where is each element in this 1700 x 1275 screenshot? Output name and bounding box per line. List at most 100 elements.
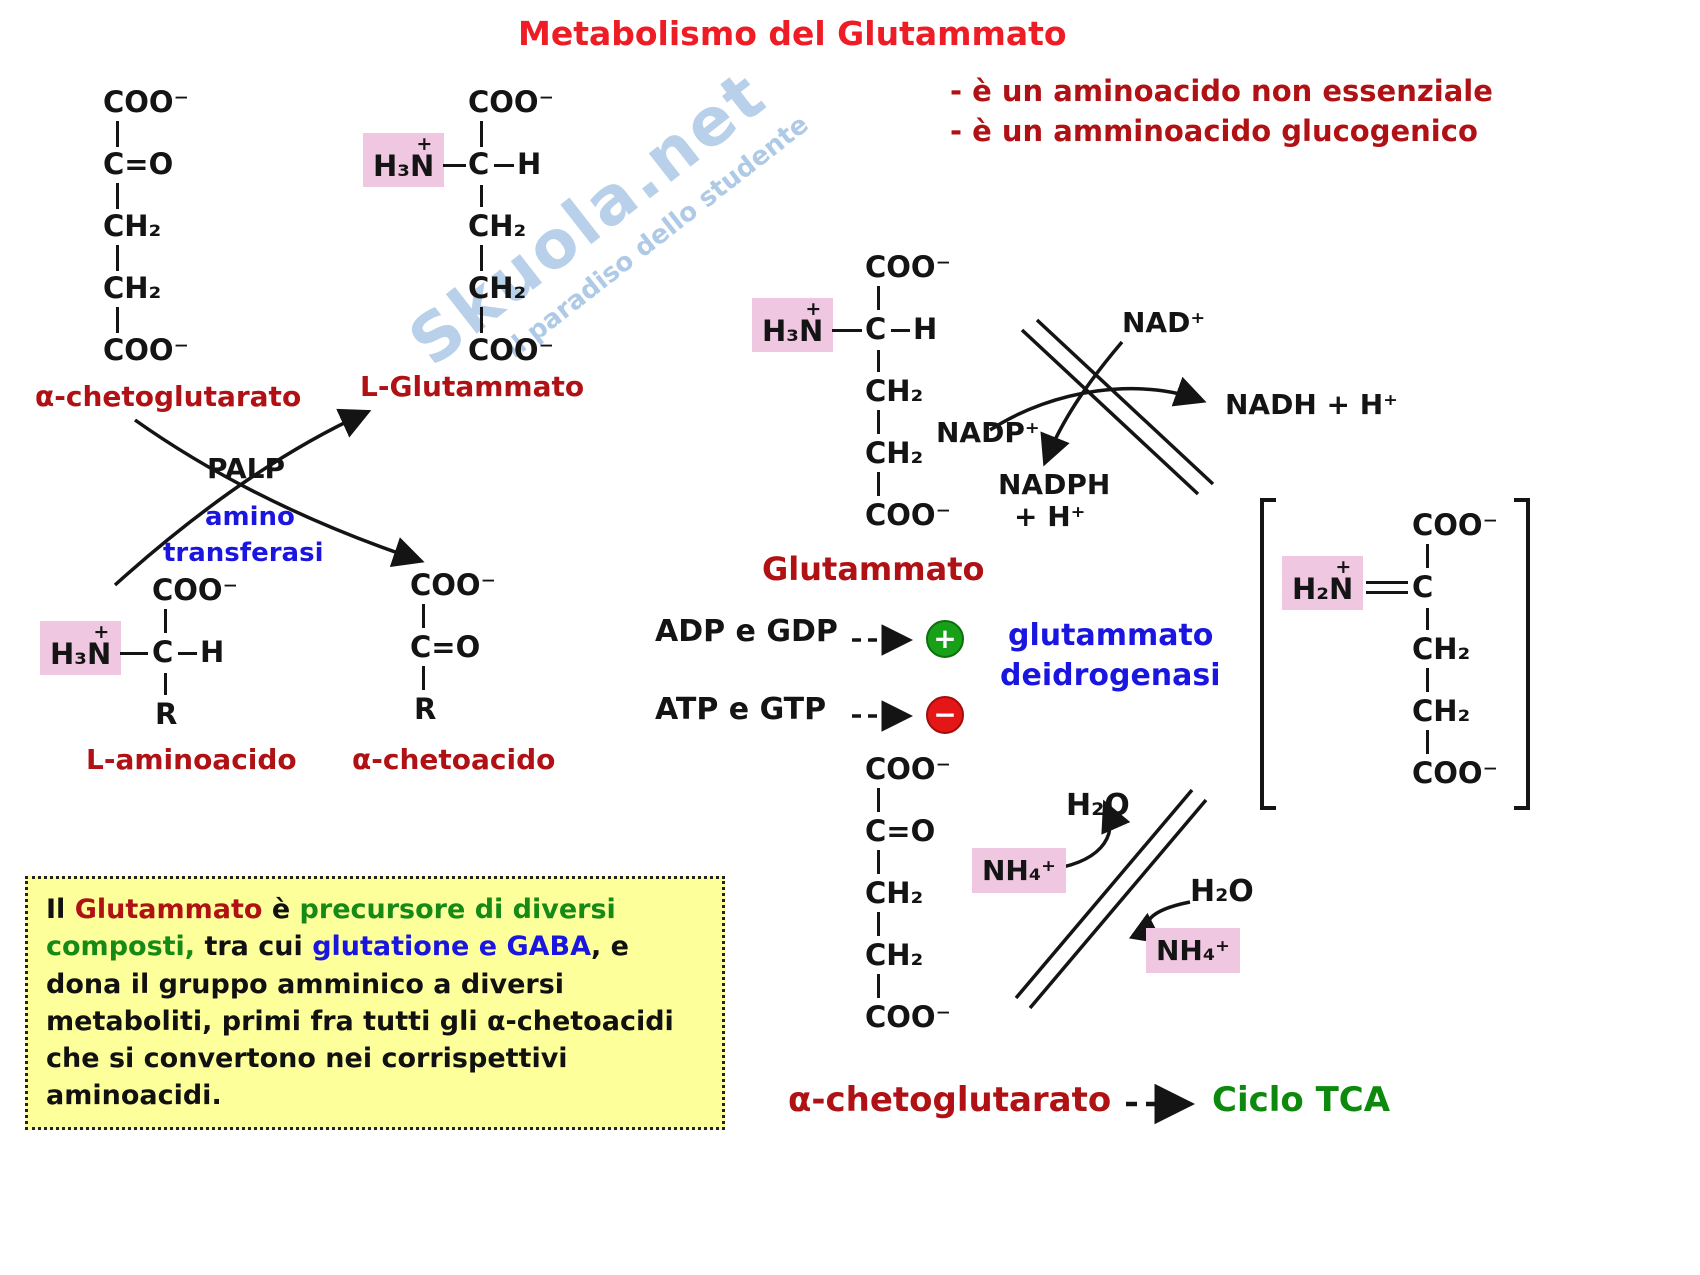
alpha-hydrogen: H: [913, 312, 938, 346]
bond-vertical: [116, 307, 119, 333]
nadph-label-line2: + H⁺: [1014, 500, 1086, 533]
double-bond-line: [1366, 591, 1408, 594]
aminotransferase-label-line1: amino: [205, 502, 295, 532]
bond-horizontal: [832, 329, 862, 332]
bond-vertical: [877, 974, 880, 998]
info-box: Il Glutammato è precursore di diversi co…: [25, 876, 725, 1130]
bond-vertical: [116, 245, 119, 271]
alpha-carbon: C: [152, 635, 174, 669]
amine-charge: +: [805, 298, 822, 320]
akg-coo-bottom: COO⁻: [103, 333, 189, 367]
bond-vertical: [164, 609, 167, 633]
ammonium-formula: NH₄⁺: [1156, 934, 1230, 967]
akg2-keto: C=O: [865, 814, 936, 848]
bond-vertical: [116, 121, 119, 147]
amine-charge: +: [93, 621, 110, 643]
bond-vertical: [480, 307, 483, 333]
amine-group-box: + H₂N: [1282, 556, 1364, 610]
glutammato-label: Glutammato: [762, 550, 985, 588]
alpha-carbon: C: [468, 147, 490, 181]
glu2-coo-bottom: COO⁻: [865, 498, 951, 532]
nadh-label: NADH + H⁺: [1225, 388, 1398, 421]
bond-vertical: [480, 245, 483, 271]
nadph-label-line1: NADPH: [998, 468, 1111, 501]
bond-vertical: [877, 410, 880, 434]
side-chain-r: R: [155, 697, 178, 731]
ka-keto: C=O: [410, 630, 481, 664]
bond-vertical: [877, 350, 880, 372]
tca-cycle-label: Ciclo TCA: [1212, 1080, 1391, 1120]
infobox-glutathione-gaba: glutatione e GABA: [312, 931, 592, 963]
bond-vertical: [480, 121, 483, 147]
bond-horizontal: [120, 652, 148, 655]
alpha-carbon: C: [865, 312, 887, 346]
amine-group-box: + H₃N: [752, 298, 834, 352]
inhibitors-label: ATP e GTP: [655, 692, 827, 727]
bond-horizontal: [891, 329, 910, 332]
int-ch2: CH₂: [1412, 632, 1471, 666]
infobox-glutammato: Glutammato: [74, 894, 263, 925]
bond-vertical: [164, 673, 167, 695]
int-ch2: CH₂: [1412, 694, 1471, 728]
infobox-precursor: precursore di diversi composti,: [46, 894, 616, 963]
glu-coo-top: COO⁻: [468, 85, 554, 119]
note-nonessential: - è un aminoacido non essenziale: [950, 74, 1493, 108]
nadp-label: NADP⁺: [936, 416, 1040, 449]
infobox-text: Il: [46, 894, 75, 925]
akg-ch2: CH₂: [103, 271, 162, 305]
watermark: Skuola.net il paradiso dello studente: [395, 46, 814, 408]
akg-ch2: CH₂: [103, 209, 162, 243]
bond-vertical: [422, 666, 425, 690]
aa-coo-top: COO⁻: [152, 573, 238, 607]
ammonium-box: NH₄⁺: [1146, 928, 1240, 973]
dehydrogenase-label-line2: deidrogenasi: [1000, 658, 1221, 693]
plus-glyph: +: [933, 622, 957, 655]
bracket-right: [1514, 498, 1530, 810]
bond-vertical: [877, 472, 880, 496]
activators-label: ADP e GDP: [655, 614, 838, 649]
ka-coo-top: COO⁻: [410, 568, 496, 602]
glu2-ch2: CH₂: [865, 436, 924, 470]
alpha-hydrogen: H: [200, 635, 225, 669]
note-glucogenic: - è un amminoacido glucogenico: [950, 114, 1478, 148]
nad-label: NAD⁺: [1122, 306, 1206, 339]
dehydrogenase-label-line1: glutammato: [1008, 618, 1214, 653]
palp-cofactor-label: PALP: [207, 452, 285, 485]
ammonium-formula: NH₄⁺: [982, 854, 1056, 887]
bond-vertical: [116, 183, 119, 209]
amine-formula: H₃N: [762, 314, 824, 348]
bond-vertical: [1426, 608, 1429, 630]
bond-horizontal: [443, 164, 466, 167]
akg-keto: C=O: [103, 147, 174, 181]
bond-vertical: [1426, 730, 1429, 754]
infobox-text: è: [262, 894, 300, 925]
glu-ch2: CH₂: [468, 271, 527, 305]
amine-group-box: + H₃N: [363, 133, 445, 187]
glu-ch2: CH₂: [468, 209, 527, 243]
amine-charge: +: [416, 133, 433, 155]
bracket-left: [1260, 498, 1276, 810]
bond-vertical: [480, 185, 483, 207]
amine-formula: H₃N: [50, 637, 112, 671]
bond-vertical: [422, 604, 425, 628]
glu2-ch2: CH₂: [865, 374, 924, 408]
akg2-ch2: CH₂: [865, 938, 924, 972]
glu-coo-bottom: COO⁻: [468, 333, 554, 367]
page-title: Metabolismo del Glutammato: [518, 14, 1067, 53]
akg2-ch2: CH₂: [865, 876, 924, 910]
aminotransferase-label-line2: transferasi: [163, 538, 324, 568]
akg2-coo-top: COO⁻: [865, 752, 951, 786]
ketoacid-label: α-chetoacido: [352, 743, 556, 776]
water-label: H₂O: [1066, 788, 1130, 823]
ka-r: R: [414, 692, 437, 726]
amine-formula: H₃N: [373, 149, 435, 183]
akg-label: α-chetoglutarato: [35, 380, 302, 413]
bond-vertical: [877, 286, 880, 310]
ammonium-box: NH₄⁺: [972, 848, 1066, 893]
alpha-hydrogen: H: [517, 147, 542, 181]
int-coo-bottom: COO⁻: [1412, 756, 1498, 790]
akg2-coo-bottom: COO⁻: [865, 1000, 951, 1034]
bond-horizontal: [494, 164, 514, 167]
bond-vertical: [877, 850, 880, 874]
bond-vertical: [877, 788, 880, 812]
